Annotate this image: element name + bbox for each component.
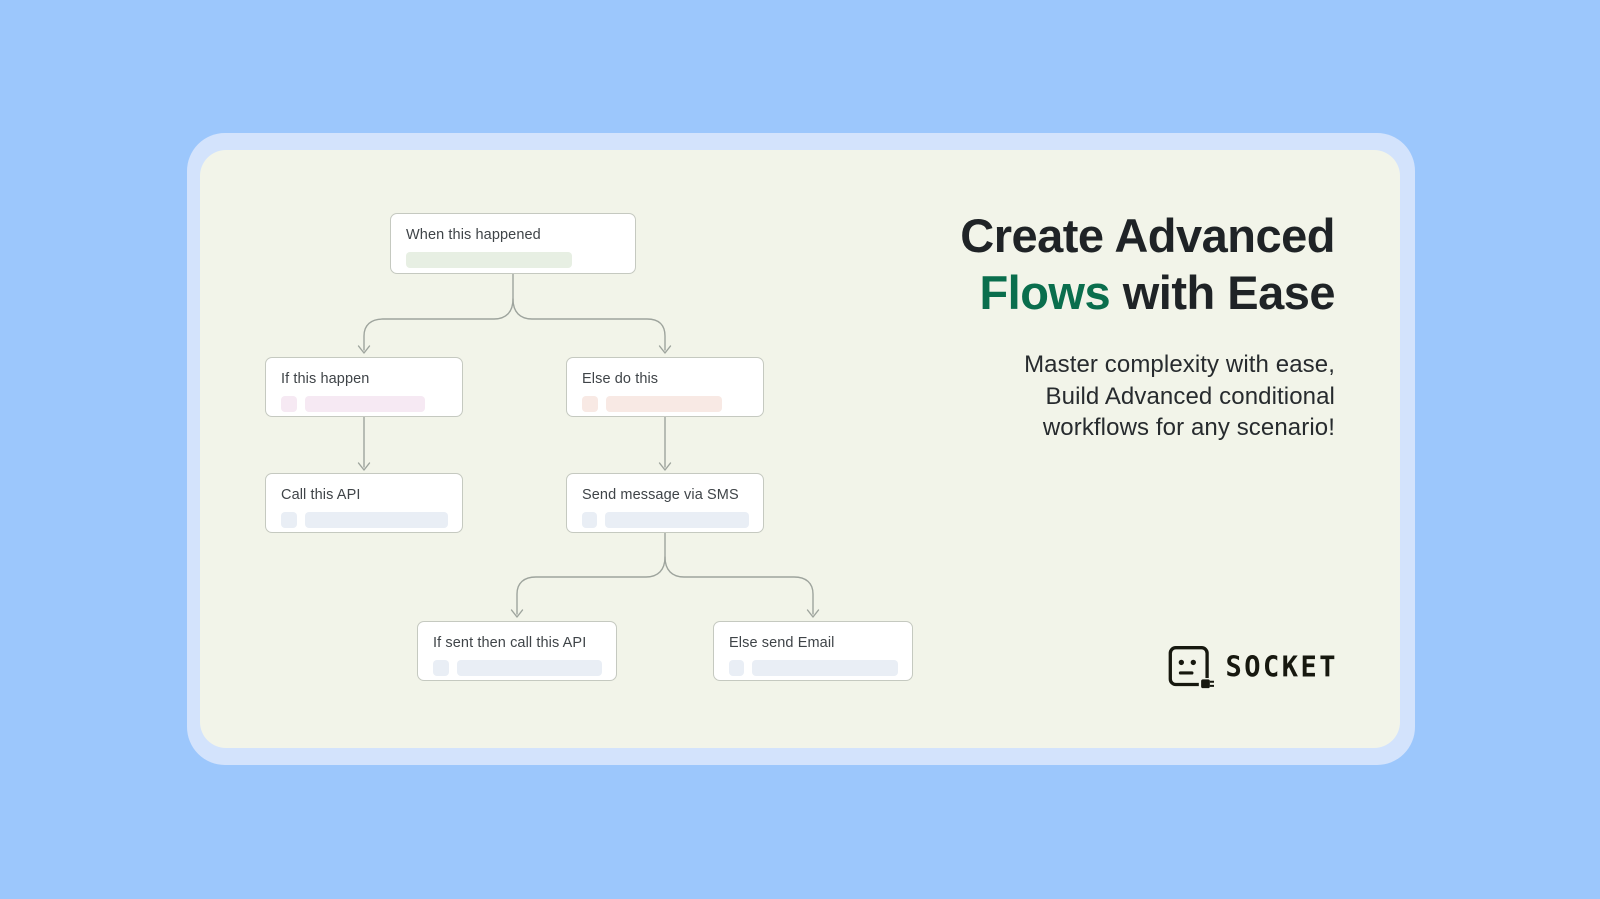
placeholder-chip	[433, 660, 449, 676]
arrowhead	[658, 345, 672, 354]
flow-connectors	[357, 273, 820, 618]
flow-node-label: If this happen	[281, 371, 370, 387]
placeholder-chip	[582, 396, 598, 412]
placeholder-row	[582, 512, 749, 528]
socket-wordmark: SOCKET	[1225, 650, 1338, 684]
placeholder-chip	[729, 660, 744, 676]
placeholder-bar	[406, 252, 572, 268]
flow-node-label: When this happened	[406, 227, 541, 243]
flow-node-call-api: Call this API	[265, 473, 463, 533]
flow-node-label: Send message via SMS	[582, 487, 739, 503]
flow-node-else-send-email: Else send Email	[713, 621, 913, 681]
placeholder-chip	[281, 396, 297, 412]
page-title: Create Advanced Flows with Ease	[960, 207, 1335, 321]
flow-node-label: Call this API	[281, 487, 361, 503]
flow-node-label: Else send Email	[729, 635, 835, 651]
headline-line2-rest: with Ease	[1110, 266, 1336, 319]
subtitle-line: workflows for any scenario!	[1042, 414, 1335, 441]
flow-node-label: Else do this	[582, 371, 659, 387]
placeholder-bar	[751, 660, 898, 676]
arrowhead	[658, 462, 672, 471]
placeholder-bar	[456, 660, 602, 676]
placeholder-row	[729, 660, 898, 676]
placeholder-chip	[281, 512, 297, 528]
placeholder-row	[281, 396, 448, 412]
arrowhead	[357, 345, 371, 354]
subtitle: Master complexity with ease, Build Advan…	[960, 349, 1335, 444]
marketing-copy: Create Advanced Flows with Ease Master c…	[960, 207, 1335, 444]
flow-node-trigger: When this happened	[390, 213, 636, 274]
headline-line1: Create Advanced	[960, 209, 1335, 262]
placeholder-row	[582, 396, 749, 412]
connector-fork2-left	[516, 532, 666, 615]
placeholder-chip	[582, 512, 597, 528]
subtitle-line: Master complexity with ease,	[1024, 351, 1335, 378]
placeholder-row	[406, 252, 621, 268]
placeholder-bar	[604, 512, 749, 528]
arrowhead	[510, 609, 524, 618]
flow-node-if-branch: If this happen	[265, 357, 463, 417]
flow-node-label: If sent then call this API	[433, 635, 587, 651]
socket-logo: SOCKET	[1168, 644, 1338, 690]
connector-fork1-left	[363, 273, 514, 351]
placeholder-row	[281, 512, 448, 528]
placeholder-bar	[304, 512, 448, 528]
headline-highlight: Flows	[979, 266, 1111, 319]
flow-node-if-sent-call-api: If sent then call this API	[417, 621, 617, 681]
connector-fork1-right	[512, 298, 666, 351]
flow-node-send-sms: Send message via SMS	[566, 473, 764, 533]
arrowhead	[357, 462, 371, 471]
socket-face-plug-icon	[1169, 646, 1215, 690]
placeholder-row	[433, 660, 602, 676]
card-frame: When this happened If this happen Else d…	[187, 133, 1415, 765]
content-card: When this happened If this happen Else d…	[200, 150, 1400, 748]
flow-node-else-branch: Else do this	[566, 357, 764, 417]
connector-fork2-right	[664, 556, 814, 615]
placeholder-bar	[305, 396, 425, 412]
subtitle-line: Build Advanced conditional	[1045, 382, 1335, 410]
arrowhead	[806, 609, 820, 618]
placeholder-bar	[606, 396, 722, 412]
